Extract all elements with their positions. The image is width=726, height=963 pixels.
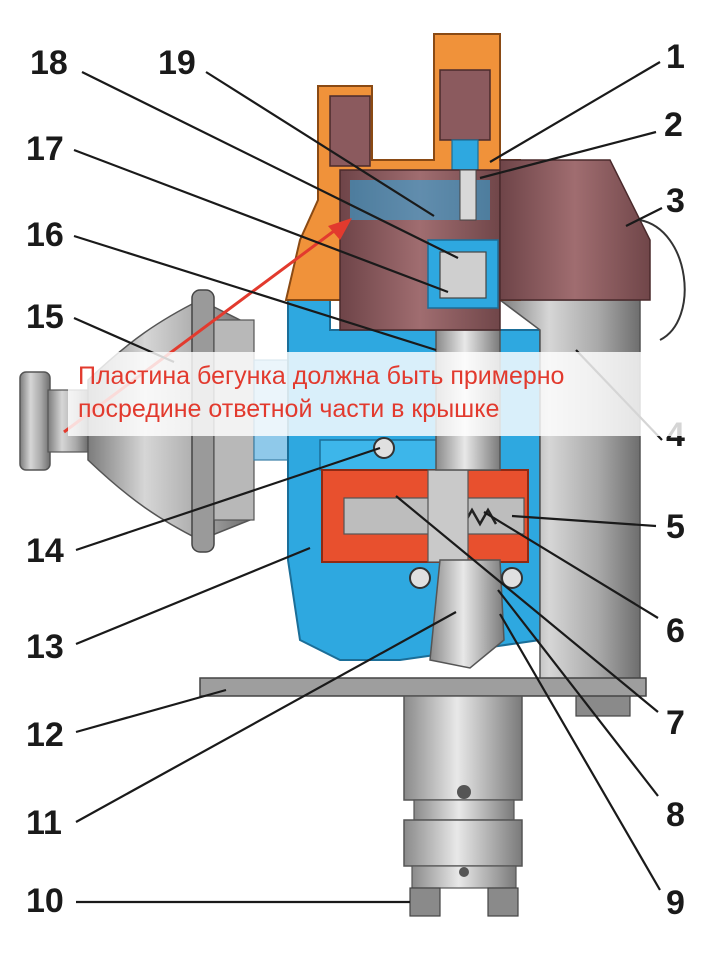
leader-lines <box>73 61 663 904</box>
callout-10: 10 <box>26 882 64 920</box>
callout-11: 11 <box>26 804 62 842</box>
callout-13: 13 <box>26 628 64 666</box>
annotation-line-1: Пластина бегунка должна быть примерно <box>78 362 565 390</box>
callout-7: 7 <box>666 704 685 742</box>
callout-15: 15 <box>26 298 64 336</box>
annotation-line-2: посредине ответной части в крышке <box>78 395 500 423</box>
cap-terminal-right <box>499 159 686 341</box>
callout-16: 16 <box>26 216 64 254</box>
callout-3: 3 <box>666 182 685 220</box>
callout-5: 5 <box>666 508 685 546</box>
callout-12: 12 <box>26 716 64 754</box>
callout-9: 9 <box>666 884 685 922</box>
callout-1: 1 <box>666 38 685 76</box>
callout-19: 19 <box>158 44 196 82</box>
callout-14: 14 <box>26 532 64 570</box>
callout-2: 2 <box>664 106 683 144</box>
callout-17: 17 <box>26 130 64 168</box>
callout-18: 18 <box>30 44 68 82</box>
rotor <box>339 169 501 331</box>
annotation-note: Пластина бегунка должна быть примерно по… <box>68 352 688 436</box>
callout-8: 8 <box>666 796 685 834</box>
callout-6: 6 <box>666 612 685 650</box>
shank <box>403 695 523 917</box>
advance-plate <box>321 469 529 563</box>
